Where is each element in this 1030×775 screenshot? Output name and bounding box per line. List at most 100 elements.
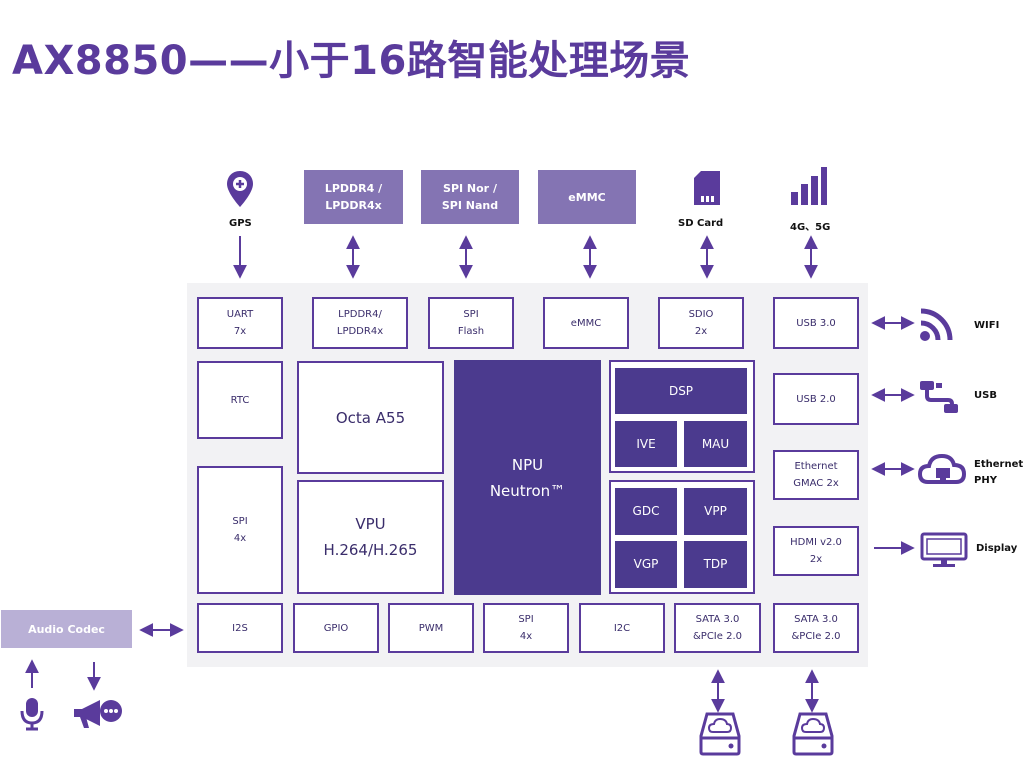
cpu-block: Octa A55 (297, 361, 444, 474)
sdio-name: SDIO (688, 309, 714, 320)
sata-pcie-block-1: SATA 3.0 &PCIe 2.0 (674, 603, 761, 653)
cpu-label: Octa A55 (335, 408, 406, 427)
ive-label: IVE (636, 436, 656, 451)
display-label: Display (976, 543, 1018, 554)
sata2-pcie: &PCIe 2.0 (791, 631, 841, 642)
eth-name: Ethernet (794, 461, 838, 472)
npu-name: NPU (511, 455, 544, 474)
uart-name: UART (226, 309, 254, 320)
i2c-block: I2C (579, 603, 665, 653)
microphone-icon (20, 698, 44, 731)
npu-brand: Neutron™ (489, 481, 566, 500)
spi-bottom-block: SPI 4x (483, 603, 569, 653)
vpu-name: VPU (355, 515, 386, 533)
location-pin-icon (227, 171, 253, 207)
lpddr-ctrl-line1: LPDDR4/ (338, 309, 382, 320)
lpddr-memory-box: LPDDR4 / LPDDR4x (304, 170, 403, 224)
wifi-label: WIFI (974, 320, 1000, 331)
vpu-codec: H.264/H.265 (323, 541, 418, 559)
emmc-ctrl-label: eMMC (570, 317, 602, 329)
eth-count: GMAC 2x (793, 478, 839, 489)
sd-card-icon (694, 171, 720, 205)
vgp-label: VGP (633, 557, 659, 571)
lpddr-controller-block: LPDDR4/ LPDDR4x (312, 297, 408, 349)
mau-label: MAU (701, 436, 730, 451)
i2c-label: I2C (613, 622, 631, 634)
lpddr-line2: LPDDR4x (325, 199, 382, 212)
spi-b-count: 4x (519, 631, 533, 642)
sdio-count: 2x (694, 326, 708, 337)
uart-block: UART 7x (197, 297, 283, 349)
ethernet-phy-line1: Ethernet (974, 459, 1024, 470)
ive-block: IVE (615, 421, 677, 467)
spi-line1: SPI Nor / (443, 182, 497, 195)
vpp-block: VPP (684, 488, 747, 535)
spi4-count: 4x (233, 533, 247, 544)
sata1-pcie: &PCIe 2.0 (693, 631, 742, 642)
i2s-label: I2S (232, 622, 248, 634)
ethernet-phy-label: Ethernet PHY (974, 457, 1023, 489)
ethernet-gmac-block: Ethernet GMAC 2x (773, 450, 859, 500)
dsp-block: DSP (615, 368, 747, 414)
usb-cable-icon (920, 381, 958, 413)
sata-pcie-block-2: SATA 3.0 &PCIe 2.0 (773, 603, 859, 653)
rtc-block: RTC (197, 361, 283, 439)
ethernet-phy-line2: PHY (974, 475, 997, 486)
emmc-box: eMMC (538, 170, 636, 224)
emmc-label: eMMC (568, 190, 606, 204)
sdcard-label: SD Card (678, 218, 724, 229)
gpio-label: GPIO (323, 622, 349, 634)
spi-line2: SPI Nand (441, 199, 499, 212)
spi-flash-controller-block: SPI Flash (428, 297, 514, 349)
gdc-block: GDC (615, 488, 677, 535)
usb3-label: USB 3.0 (796, 317, 836, 329)
spi-b-name: SPI (518, 614, 534, 625)
audio-codec-label: Audio Codec (28, 622, 105, 636)
audio-codec-box: Audio Codec (1, 610, 132, 648)
gdc-label: GDC (632, 504, 660, 518)
usb3-block: USB 3.0 (773, 297, 859, 349)
cloud-drive-icon (699, 712, 741, 756)
spi-flash-line1: SPI (463, 309, 479, 320)
dsp-label: DSP (668, 383, 694, 398)
sata2-name: SATA 3.0 (794, 614, 838, 625)
pwm-label: PWM (418, 622, 444, 634)
cloud-ethernet-icon (918, 453, 967, 484)
tdp-block: TDP (684, 541, 747, 588)
rtc-label: RTC (230, 394, 250, 406)
hdmi-name: HDMI v2.0 (790, 537, 842, 548)
lpddr-ctrl-line2: LPDDR4x (336, 326, 384, 337)
usb2-block: USB 2.0 (773, 373, 859, 425)
page-title: AX8850——小于16路智能处理场景 (12, 38, 691, 84)
gps-label: GPS (229, 218, 252, 229)
usb2-label: USB 2.0 (796, 393, 836, 405)
mau-block: MAU (684, 421, 747, 467)
tdp-label: TDP (703, 557, 728, 571)
vgp-block: VGP (615, 541, 677, 588)
vpu-block: VPU H.264/H.265 (297, 480, 444, 594)
megaphone-icon (74, 700, 122, 728)
usb-label: USB (974, 390, 997, 401)
spi-4x-block: SPI 4x (197, 466, 283, 594)
sdio-block: SDIO 2x (658, 297, 744, 349)
signal-bars-icon (791, 167, 827, 205)
npu-block: NPU Neutron™ (454, 360, 601, 595)
wifi-icon (920, 308, 953, 341)
gpio-block: GPIO (293, 603, 379, 653)
vpp-label: VPP (704, 504, 727, 518)
hdmi-block: HDMI v2.0 2x (773, 526, 859, 576)
i2s-block: I2S (197, 603, 283, 653)
sata1-name: SATA 3.0 (695, 614, 740, 625)
cloud-drive-icon (792, 712, 834, 756)
uart-count: 7x (233, 326, 247, 337)
monitor-icon (920, 532, 968, 567)
spi-flash-line2: Flash (457, 326, 485, 337)
lpddr-line1: LPDDR4 / (324, 182, 383, 195)
spi-flash-box: SPI Nor / SPI Nand (421, 170, 519, 224)
cell-label: 4G、5G (790, 222, 831, 233)
emmc-controller-block: eMMC (543, 297, 629, 349)
pwm-block: PWM (388, 603, 474, 653)
hdmi-count: 2x (809, 554, 823, 565)
spi4-name: SPI (232, 516, 248, 527)
